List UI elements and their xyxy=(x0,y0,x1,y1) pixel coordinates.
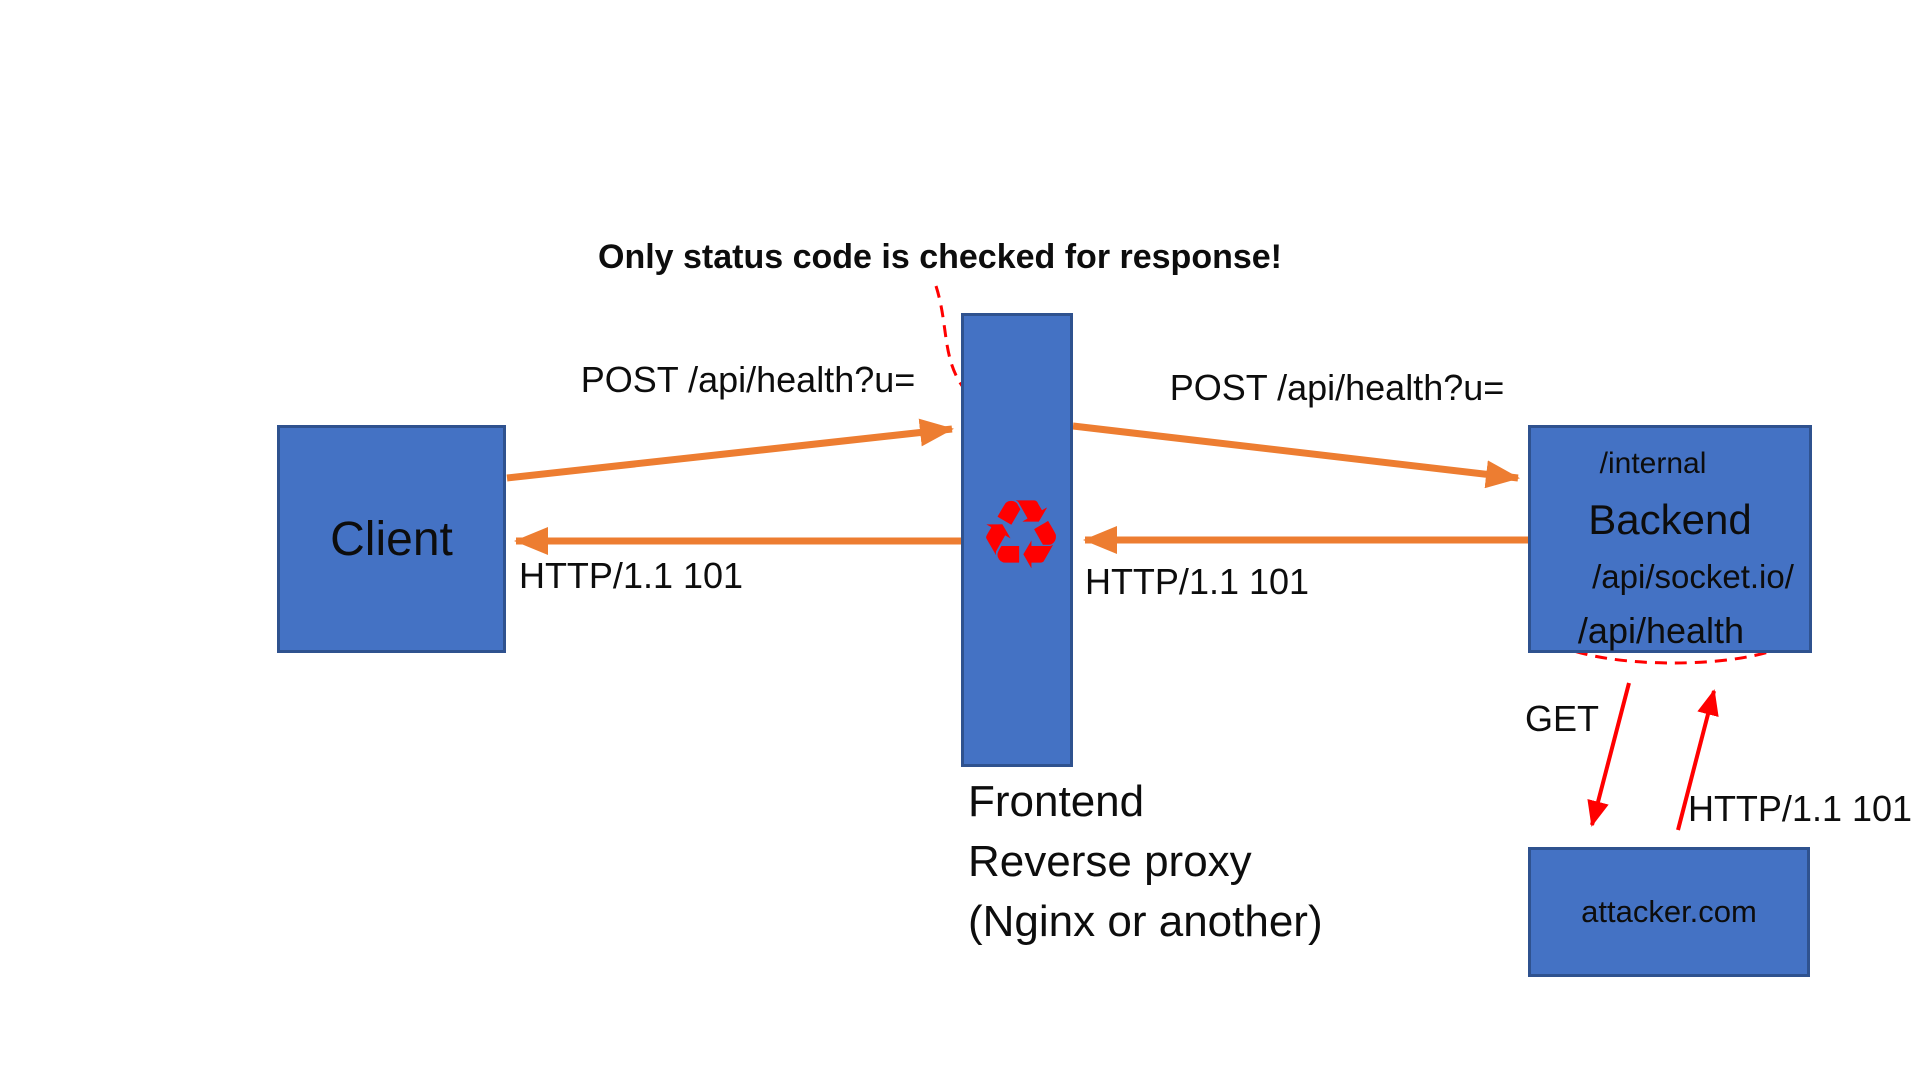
recycle-icon: ♻ xyxy=(977,479,1065,591)
proxy-caption-line1: Frontend xyxy=(968,777,1145,826)
label-http101-backend-proxy: HTTP/1.1 101 xyxy=(1084,561,1310,602)
label-http101-proxy-client: HTTP/1.1 101 xyxy=(518,555,744,596)
backend-path-health: /api/health xyxy=(1577,610,1745,651)
proxy-caption-line3: (Nginx or another) xyxy=(968,897,1323,946)
label-post-proxy-backend: POST /api/health?u= xyxy=(1169,367,1505,408)
arrow-client-to-proxy xyxy=(506,418,954,482)
client-label: Client xyxy=(330,512,453,566)
backend-node xyxy=(1528,425,1812,653)
label-get-backend-attacker: GET xyxy=(1524,698,1600,739)
client-node: Client xyxy=(277,425,506,653)
attacker-label: attacker.com xyxy=(1581,894,1757,929)
attacker-node: attacker.com xyxy=(1528,847,1810,977)
backend-label: Backend xyxy=(1588,496,1752,543)
proxy-node xyxy=(961,313,1073,767)
note-only-status-code: Only status code is checked for response… xyxy=(597,238,1283,276)
backend-path-socket: /api/socket.io/ xyxy=(1592,558,1794,595)
arrow-proxy-to-backend xyxy=(1072,422,1520,489)
backend-path-internal: /internal xyxy=(1599,447,1707,480)
label-http101-attacker-backend: HTTP/1.1 101 xyxy=(1687,788,1913,829)
proxy-caption: Frontend Reverse proxy (Nginx or another… xyxy=(968,772,1323,952)
proxy-caption-line2: Reverse proxy xyxy=(968,837,1252,886)
label-post-client-proxy: POST /api/health?u= xyxy=(580,359,916,400)
